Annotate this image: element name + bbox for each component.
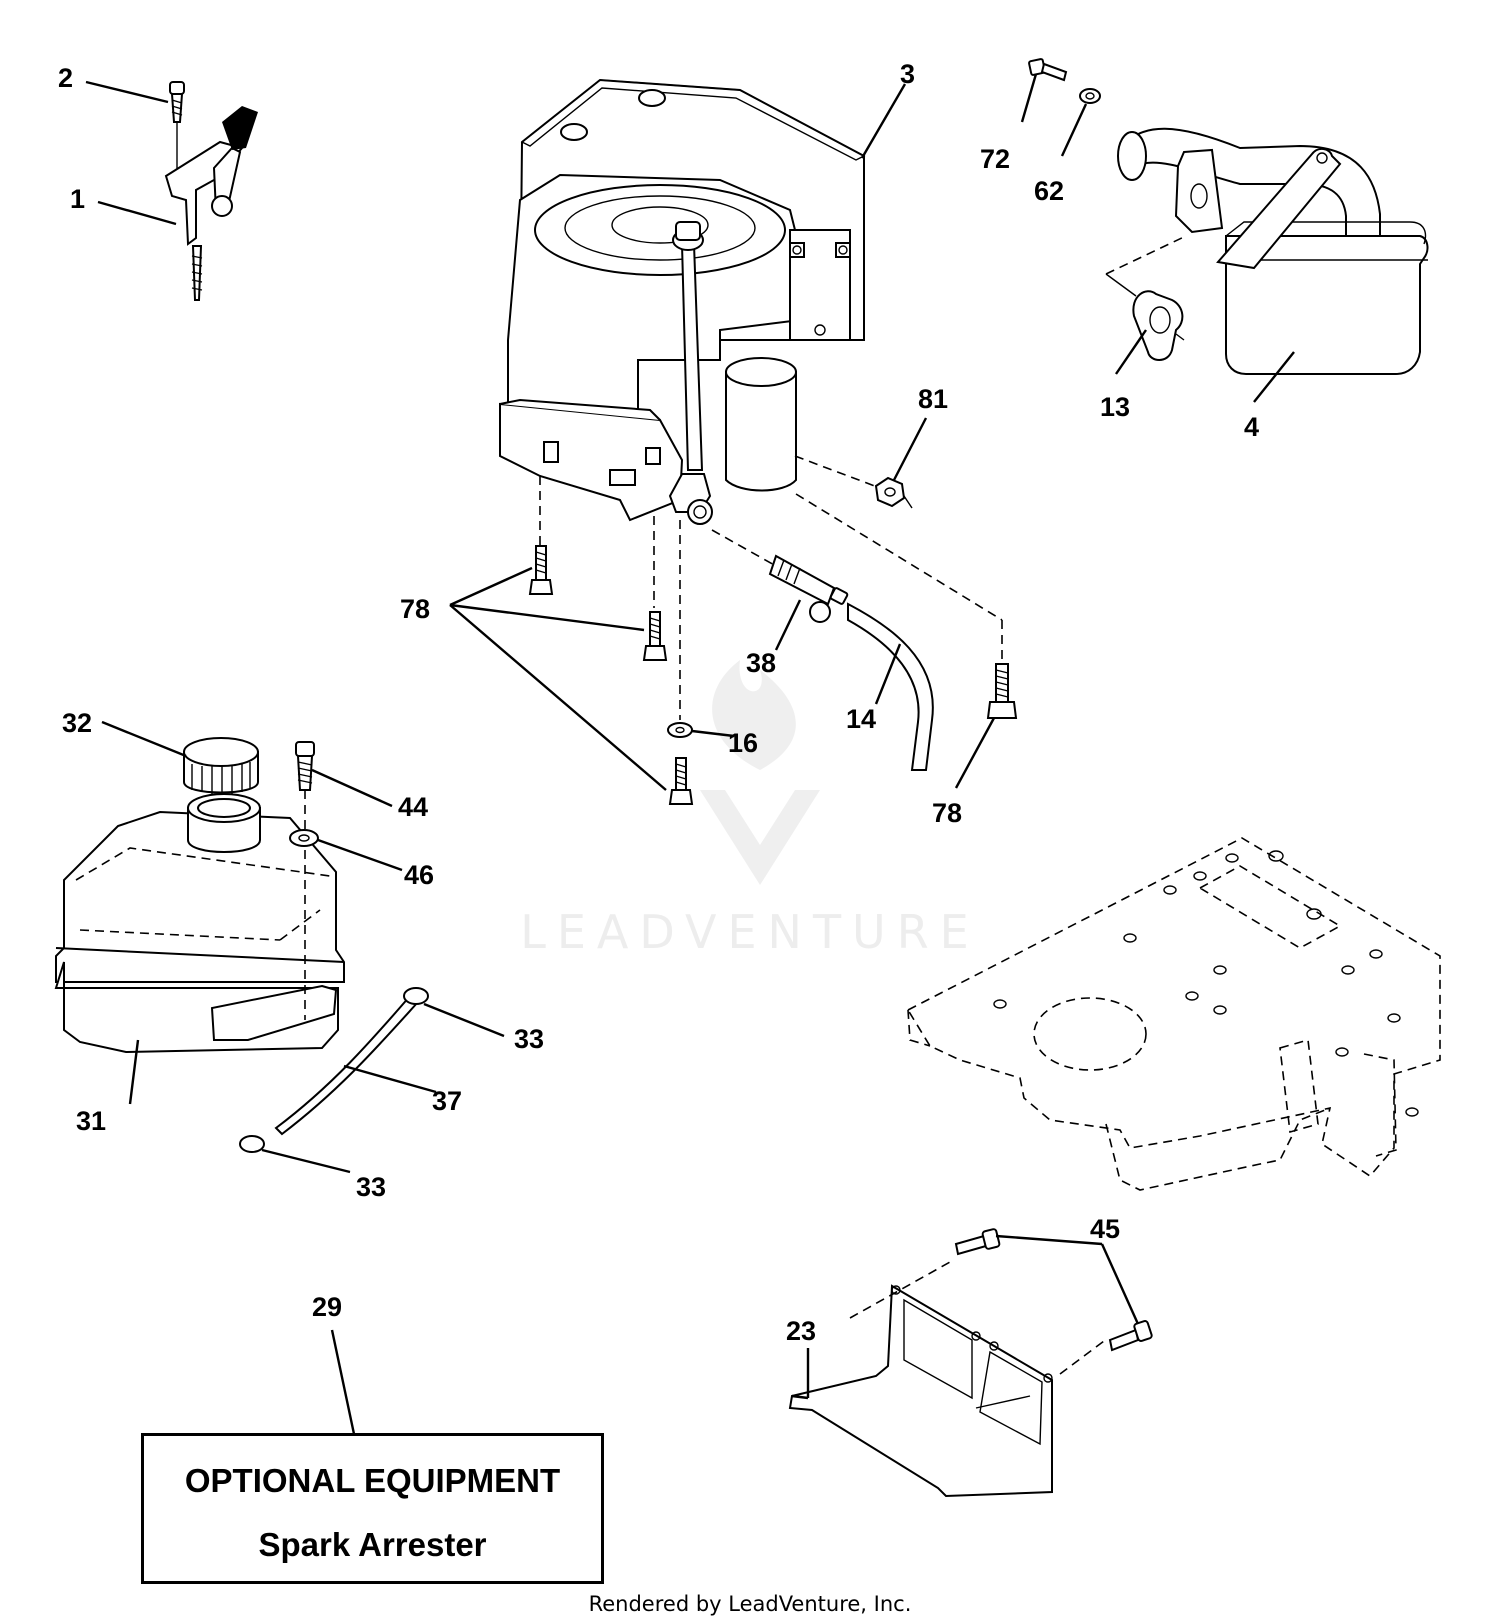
- callout-13: 13: [1100, 392, 1130, 422]
- muffler-assembly: [1020, 58, 1429, 403]
- callout-16: 16: [728, 728, 758, 758]
- fuel-filter-and-hose: [711, 529, 934, 771]
- throttle-knob-icon: [222, 106, 258, 150]
- fuel-hose-icon: [847, 602, 934, 771]
- callout-2: 2: [58, 63, 73, 93]
- callout-37: 37: [432, 1086, 462, 1116]
- callout-33-upper: 33: [514, 1024, 544, 1054]
- callout-31: 31: [76, 1106, 106, 1136]
- hose-clamp-upper-icon: [403, 987, 429, 1005]
- callout-62: 62: [1034, 176, 1064, 206]
- bolt-78-upper-icon: [535, 545, 547, 581]
- air-filter-cover-icon: [534, 184, 786, 276]
- shield-screw-upper-icon: [954, 1234, 988, 1256]
- star-washer-icon: [667, 722, 693, 738]
- callout-78-left: 78: [400, 594, 430, 624]
- watermark-flame-icon: [712, 660, 796, 770]
- nut-81-icon: [874, 476, 906, 508]
- callout-32: 32: [62, 708, 92, 738]
- oil-filter-icon: [725, 371, 797, 492]
- callout-4: 4: [1244, 412, 1259, 442]
- gasket-icon: [1132, 290, 1184, 361]
- fuel-filter-icon: [768, 554, 836, 606]
- callout-38: 38: [746, 648, 776, 678]
- heat-shield-icon: [788, 1284, 1053, 1498]
- optional-equipment-item: Spark Arrester: [258, 1526, 487, 1563]
- callout-33-lower: 33: [356, 1172, 386, 1202]
- callout-labels: 2 1 3 72 62 13 4 81 78 38 14 78 16 32 44…: [58, 59, 1259, 1346]
- watermark: LEADVENTURE: [520, 660, 980, 959]
- lock-washer-icon: [1079, 88, 1101, 104]
- callout-1: 1: [70, 184, 85, 214]
- callout-14: 14: [846, 704, 876, 734]
- callout-3: 3: [900, 59, 915, 89]
- callout-78-right: 78: [932, 798, 962, 828]
- throttle-control: [85, 80, 258, 301]
- fuel-cap-icon: [638, 89, 666, 107]
- optional-equipment-title: OPTIONAL EQUIPMENT: [184, 1462, 561, 1499]
- throttle-screw-head-icon: [169, 81, 185, 95]
- engine-fasteners: [449, 417, 1018, 805]
- hose-clamp-lower-icon: [239, 1135, 265, 1153]
- heat-shield-assembly: [788, 1228, 1153, 1498]
- callout-46: 46: [404, 860, 434, 890]
- shield-screw-lower-icon: [1108, 1328, 1140, 1352]
- oil-cap-icon: [560, 123, 588, 141]
- callout-81: 81: [918, 384, 948, 414]
- optional-equipment-box: OPTIONAL EQUIPMENT Spark Arrester: [141, 1433, 604, 1584]
- muffler-shield-icon: [1216, 148, 1342, 270]
- muffler-body-icon: [1225, 235, 1429, 375]
- tank-washer-icon: [289, 829, 319, 847]
- callout-29: 29: [312, 1292, 342, 1322]
- watermark-text: LEADVENTURE: [520, 905, 980, 959]
- callout-72: 72: [980, 144, 1010, 174]
- fuel-tank-body-icon: [55, 810, 345, 983]
- engine: [499, 78, 907, 525]
- tank-screw-head-icon: [295, 741, 315, 757]
- fuel-line-icon: [274, 994, 420, 1136]
- frame-outline: [906, 837, 1441, 1191]
- fuel-tank-assembly: [54, 720, 505, 1174]
- exhaust-flange-icon: [1174, 148, 1224, 234]
- optional-leader: [330, 1329, 356, 1435]
- watermark-v-logo-icon: [700, 790, 820, 885]
- callout-44: 44: [398, 792, 428, 822]
- callout-45: 45: [1090, 1214, 1120, 1244]
- rendered-by-footer: Rendered by LeadVenture, Inc.: [588, 1592, 912, 1616]
- callout-23: 23: [786, 1316, 816, 1346]
- bolt-78-mid-icon: [649, 611, 661, 647]
